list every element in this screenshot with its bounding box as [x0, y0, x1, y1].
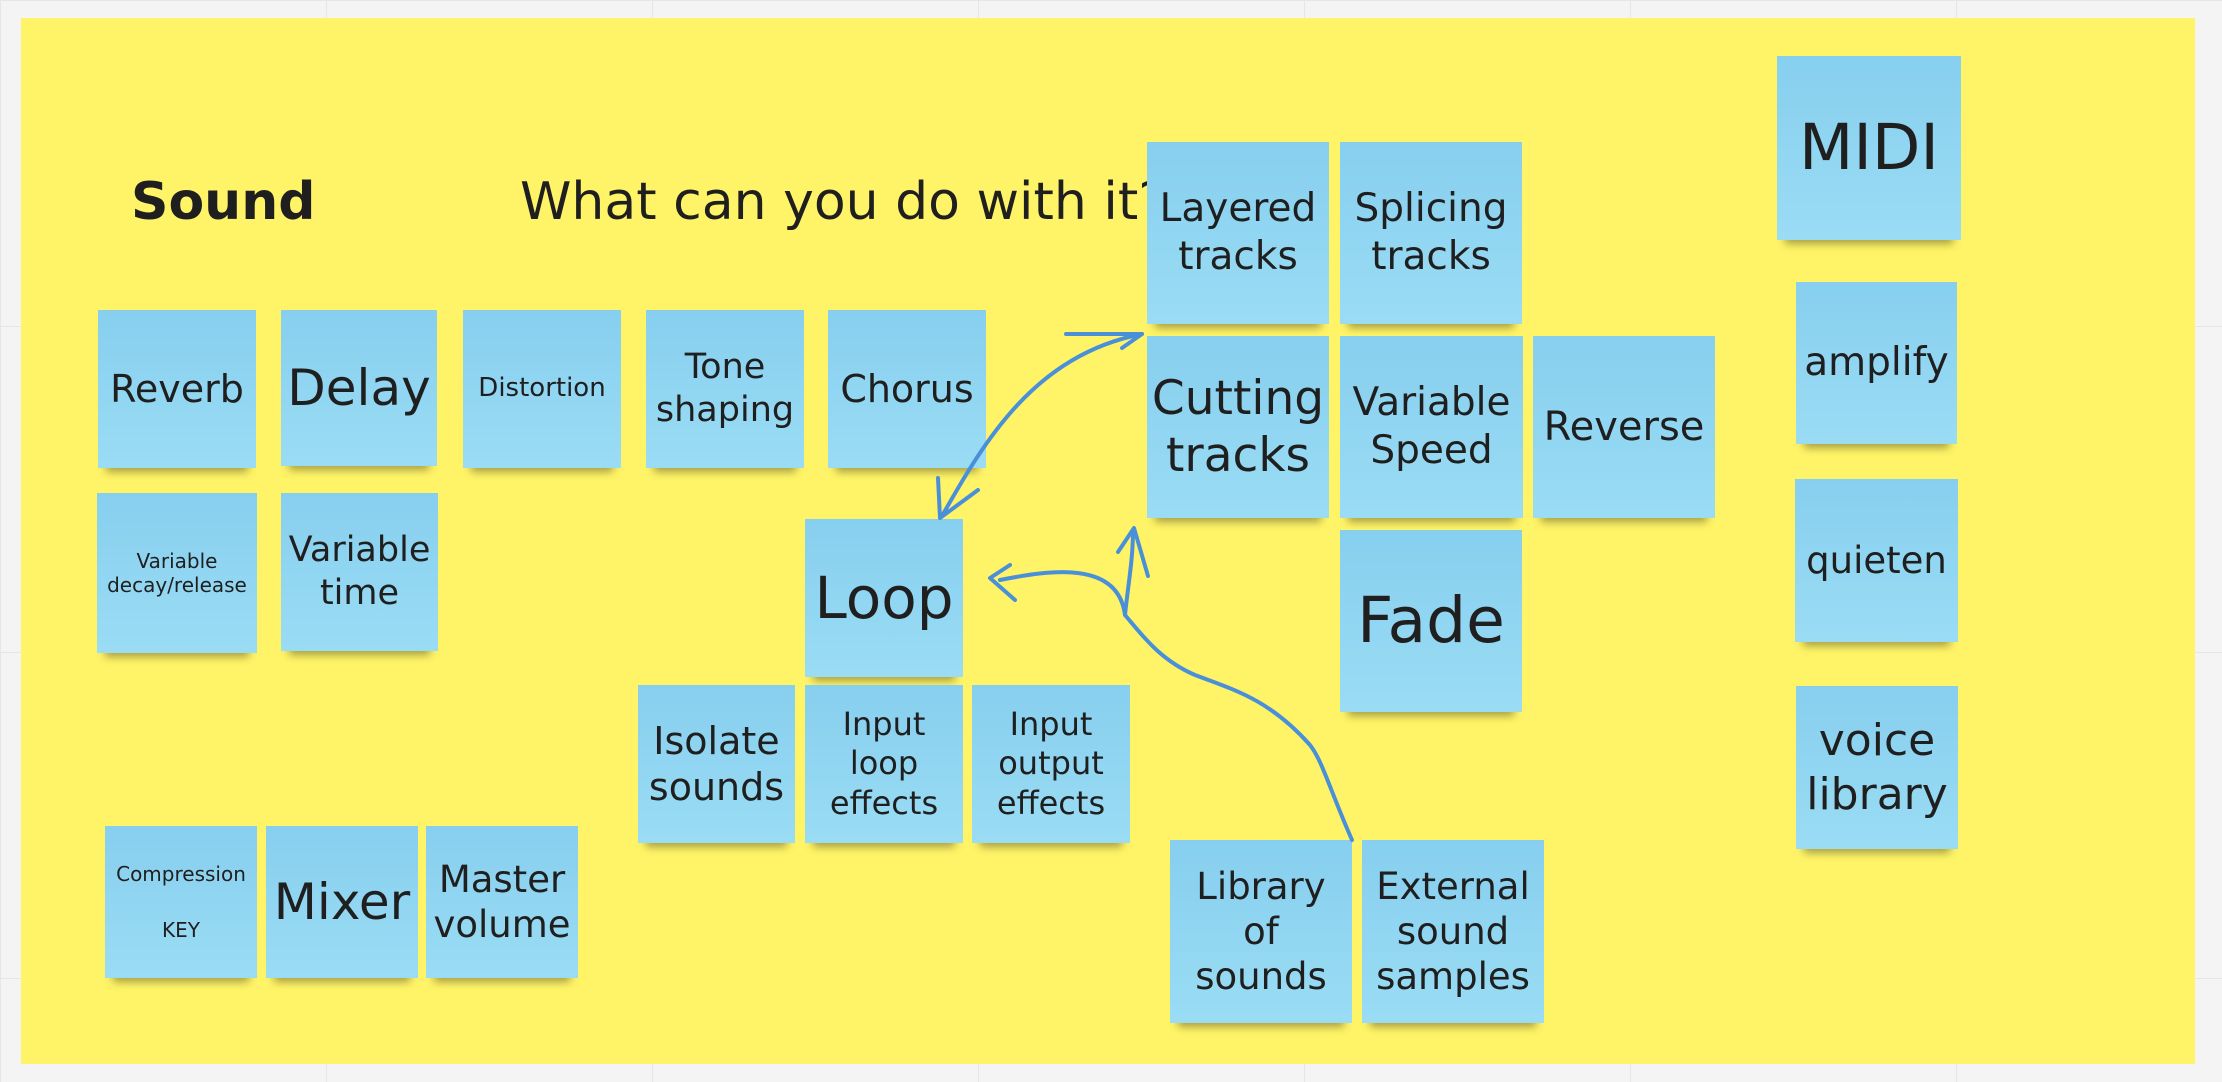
sticky-delay[interactable]: Delay — [281, 310, 437, 466]
sticky-library-of-sounds[interactable]: Library of sounds — [1170, 840, 1352, 1023]
sticky-variable-time[interactable]: Variable time — [281, 493, 438, 651]
sticky-reverb[interactable]: Reverb — [98, 310, 256, 468]
sticky-cutting-tracks[interactable]: Cutting tracks — [1147, 336, 1329, 518]
sticky-amplify[interactable]: amplify — [1796, 282, 1957, 444]
sticky-variable-speed[interactable]: Variable Speed — [1340, 336, 1523, 518]
board-title: Sound — [131, 172, 316, 232]
sticky-compression-label: Compression — [116, 861, 246, 886]
sticky-reverse[interactable]: Reverse — [1533, 336, 1715, 518]
sticky-layered-tracks[interactable]: Layered tracks — [1147, 142, 1329, 324]
sticky-splicing-tracks[interactable]: Splicing tracks — [1340, 142, 1522, 324]
sticky-master-volume[interactable]: Master volume — [426, 826, 578, 978]
sticky-distortion[interactable]: Distortion — [463, 310, 621, 468]
sticky-tone-shaping[interactable]: Tone shaping — [646, 310, 804, 468]
sticky-compression[interactable]: Compression KEY — [105, 826, 257, 978]
sticky-input-output-effects[interactable]: Input output effects — [972, 685, 1130, 843]
sticky-external-sound-samples[interactable]: External sound samples — [1362, 840, 1544, 1023]
sticky-voice-library[interactable]: voice library — [1796, 686, 1958, 849]
sticky-compression-key: KEY — [162, 917, 200, 942]
sticky-loop[interactable]: Loop — [805, 519, 963, 677]
sticky-chorus[interactable]: Chorus — [828, 310, 986, 468]
sticky-midi[interactable]: MIDI — [1777, 56, 1961, 240]
sticky-quieten[interactable]: quieten — [1795, 479, 1958, 642]
sticky-variable-decay-release[interactable]: Variable decay/release — [97, 493, 257, 653]
sticky-mixer[interactable]: Mixer — [266, 826, 418, 978]
sticky-fade[interactable]: Fade — [1340, 530, 1522, 712]
board-subtitle: What can you do with it? — [520, 172, 1166, 232]
sticky-input-loop-effects[interactable]: Input loop effects — [805, 685, 963, 843]
sticky-isolate-sounds[interactable]: Isolate sounds — [638, 685, 795, 843]
